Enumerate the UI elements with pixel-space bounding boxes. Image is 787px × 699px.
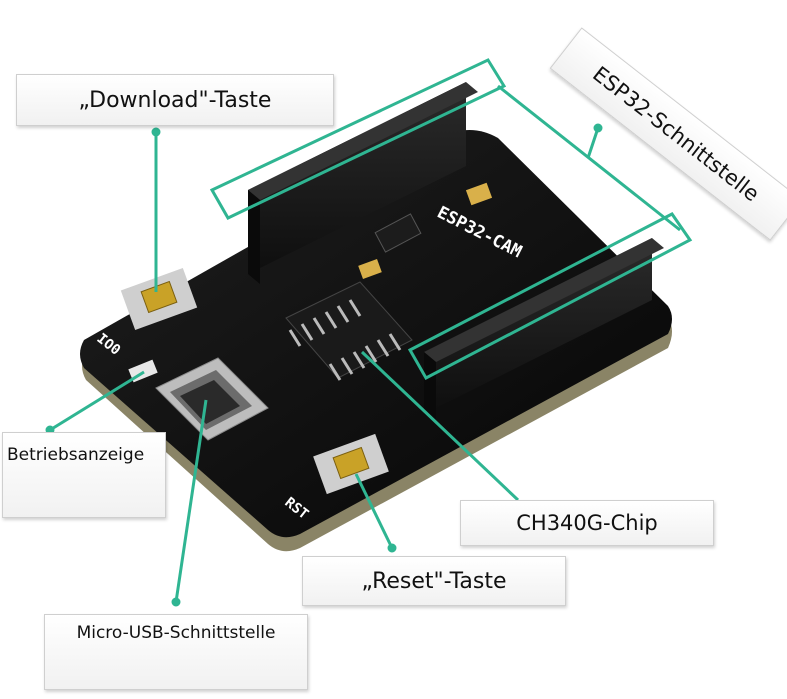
reset-button-label: „Reset"-Taste <box>302 556 566 606</box>
smd-capacitor <box>465 182 493 206</box>
smd-capacitor <box>358 259 382 279</box>
right-pin-header <box>424 238 664 424</box>
download-button-part <box>120 267 198 331</box>
reset-button-part <box>313 433 389 495</box>
ch340g-chip-label: CH340G-Chip <box>460 500 714 546</box>
ch340g-chip-body <box>285 281 413 381</box>
leader-ch340 <box>360 350 520 502</box>
leader-download-dot <box>151 127 161 137</box>
leader-esp32-back-frame <box>209 58 507 220</box>
download-button-label: „Download"-Taste <box>16 74 334 126</box>
leader-usb <box>174 399 208 603</box>
leader-power-led <box>49 370 145 432</box>
leader-esp32-stem <box>586 127 600 159</box>
micro-usb-port <box>155 357 269 441</box>
leader-reset <box>354 473 394 549</box>
leader-esp32-right-frame <box>407 212 693 380</box>
smd-regulator <box>374 213 422 253</box>
micro-usb-label: Micro-USB-Schnittstelle <box>44 614 308 690</box>
leader-lines <box>45 58 693 607</box>
power-indicator-label: Betriebsanzeige <box>2 432 166 518</box>
